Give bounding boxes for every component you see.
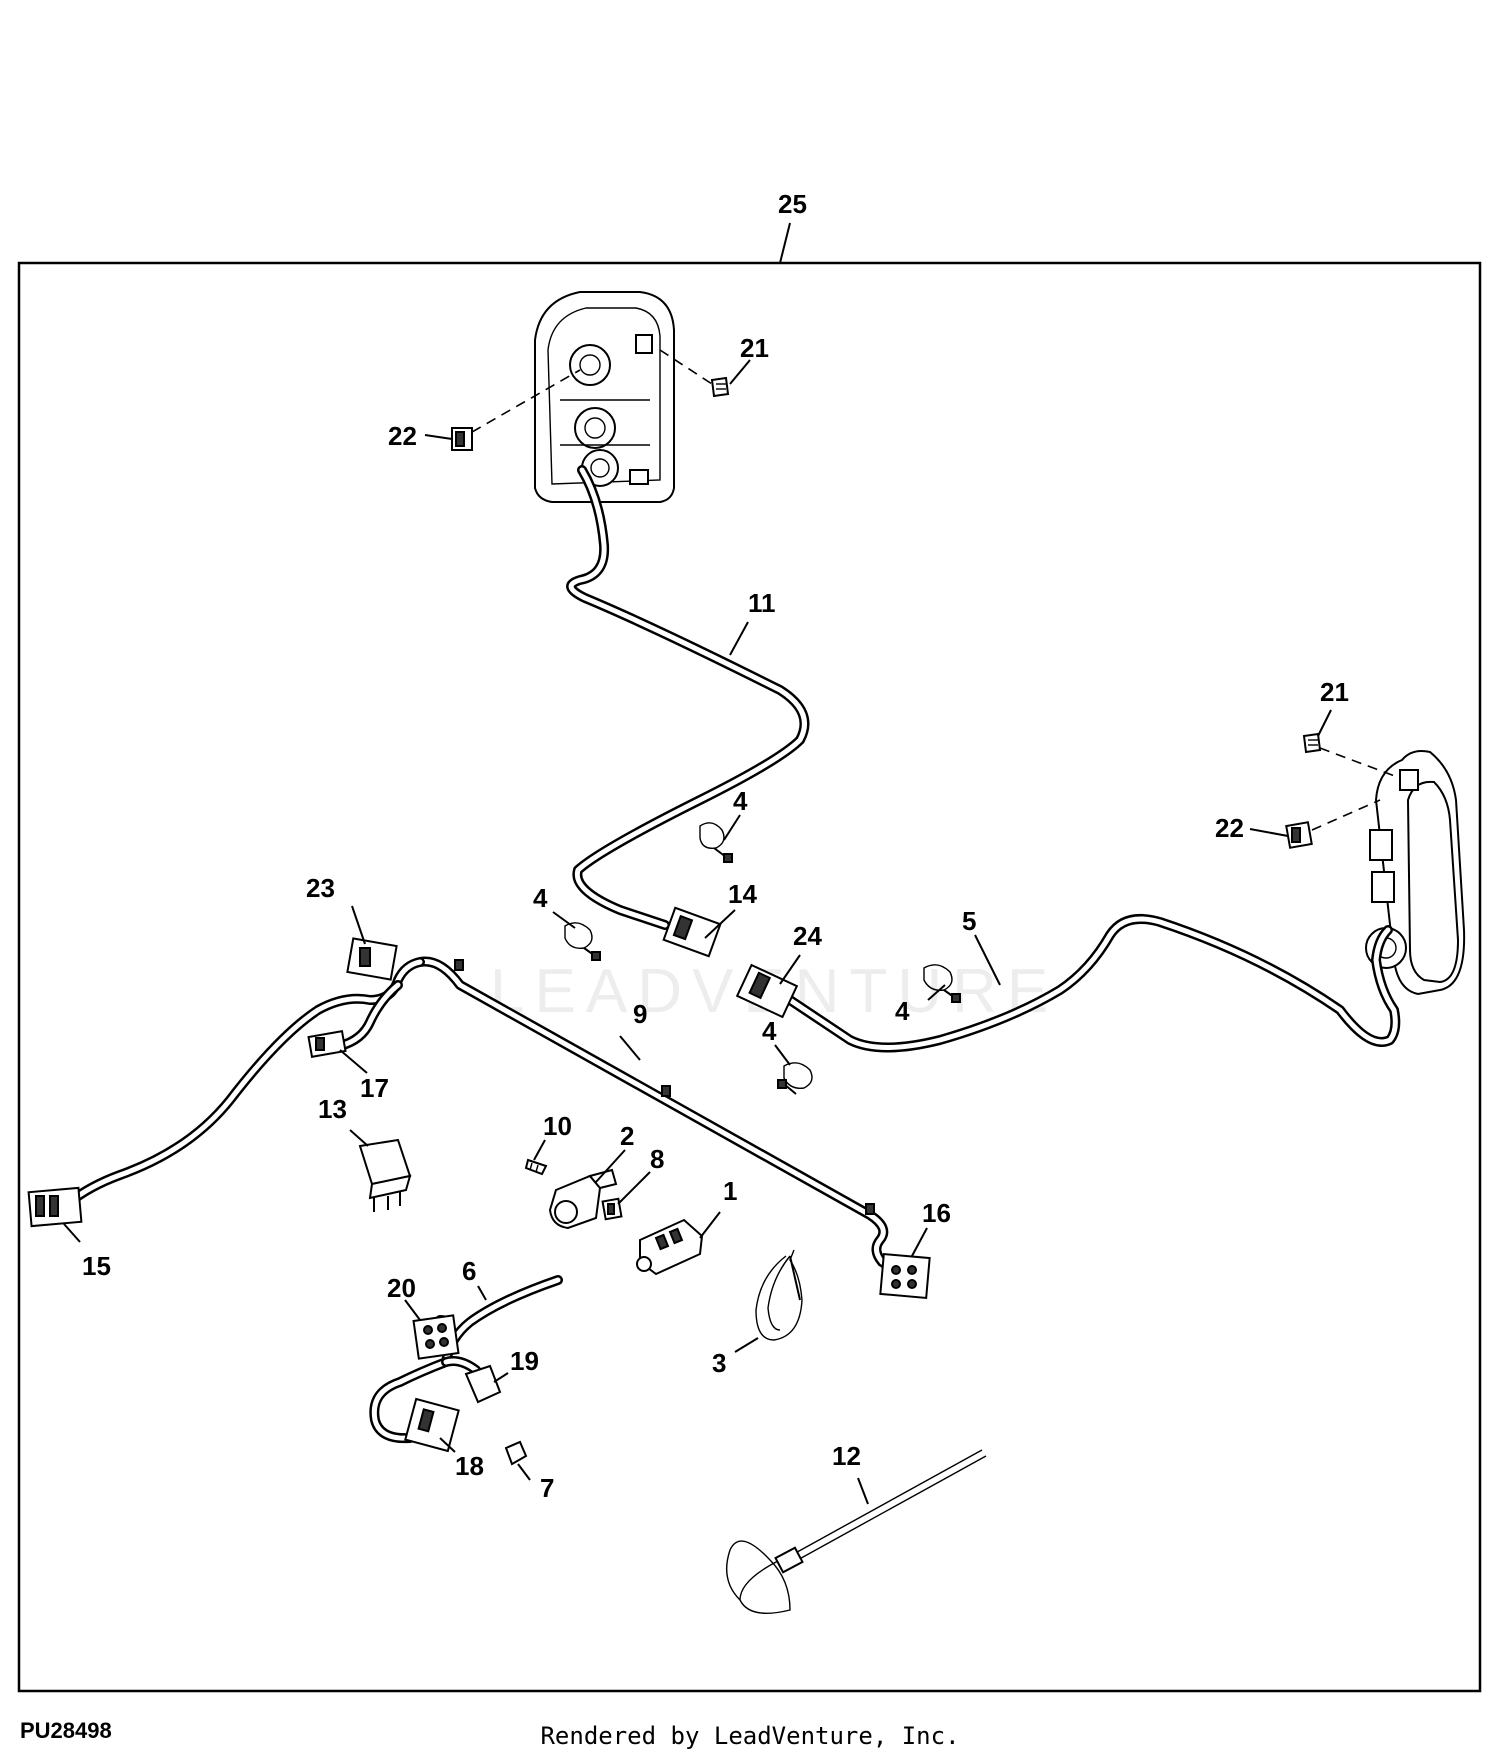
- nut-22-right: [1285, 821, 1313, 849]
- terminal-7: [504, 1440, 528, 1466]
- callout-4-a: 4: [733, 786, 748, 816]
- callout-13: 13: [318, 1094, 347, 1124]
- nut-22-left: [451, 427, 473, 451]
- render-credit: Rendered by LeadVenture, Inc.: [540, 1722, 960, 1750]
- harness-tabs: [454, 959, 875, 1215]
- callout-23: 23: [306, 873, 335, 903]
- clip-4-b: [564, 922, 601, 961]
- callout-19: 19: [510, 1346, 539, 1376]
- wiring-harness-5: [785, 914, 1401, 1053]
- callout-14: 14: [728, 879, 757, 909]
- callout-7: 7: [540, 1473, 554, 1503]
- callout-24: 24: [793, 921, 822, 951]
- callout-4-d: 4: [762, 1016, 777, 1046]
- callout-22-top: 22: [388, 421, 417, 451]
- wiring-harness-branch-15: [65, 957, 425, 1207]
- figure-id: PU28498: [20, 1718, 112, 1743]
- nut-8: [601, 1197, 623, 1221]
- wiring-harness-9: [415, 956, 900, 1275]
- clip-4-d: [777, 1062, 813, 1095]
- callout-4-b: 4: [533, 883, 548, 913]
- callout-9: 9: [633, 999, 647, 1029]
- callout-21-right: 21: [1320, 677, 1349, 707]
- callout-2: 2: [620, 1121, 634, 1151]
- cable-tie-3: [755, 1249, 803, 1341]
- callout-4-c: 4: [895, 996, 910, 1026]
- dash-21-right: [1319, 747, 1401, 779]
- relay-13: [358, 1138, 412, 1212]
- callout-21-top: 21: [740, 333, 769, 363]
- right-tail-light: [1365, 750, 1466, 996]
- connector-15: [27, 1186, 83, 1228]
- assembly-frame: [17, 261, 1482, 1693]
- connector-20: [412, 1314, 460, 1360]
- dash-21-left: [659, 349, 713, 385]
- callout-20: 20: [387, 1273, 416, 1303]
- callout-25: 25: [778, 189, 807, 219]
- switch-bracket-2: [548, 1168, 618, 1230]
- connector-19: [464, 1364, 502, 1404]
- callout-3: 3: [712, 1348, 726, 1378]
- callouts: 25 21 22 11 4 14 4 23 24 5 4 4 9 21 22 1…: [82, 189, 1349, 1503]
- screw-10: [524, 1158, 548, 1176]
- screw-21-right: [1302, 732, 1322, 754]
- connector-23: [346, 937, 398, 981]
- callout-17: 17: [360, 1073, 389, 1103]
- callout-11: 11: [748, 588, 776, 618]
- callout-8: 8: [650, 1144, 664, 1174]
- dash-22-right: [1311, 799, 1381, 831]
- callout-12: 12: [832, 1441, 861, 1471]
- callout-5: 5: [962, 906, 976, 936]
- connector-18: [404, 1397, 460, 1453]
- leader-lines: [63, 359, 1332, 1505]
- callout-22-right: 22: [1215, 813, 1244, 843]
- dash-22-left: [471, 369, 581, 433]
- callout-18: 18: [455, 1451, 484, 1481]
- module-1: [636, 1218, 704, 1276]
- callout-6: 6: [462, 1256, 476, 1286]
- leader-25: [779, 222, 791, 264]
- connector-16: [879, 1252, 931, 1300]
- connector-17: [307, 1030, 347, 1058]
- connector-24: [735, 963, 799, 1019]
- clip-4-c: [923, 964, 961, 1003]
- cable-tie-12: [726, 1449, 987, 1614]
- clip-4-a: [699, 822, 733, 863]
- callout-15: 15: [82, 1251, 111, 1281]
- connector-14: [662, 906, 722, 958]
- left-tail-light: [534, 291, 675, 503]
- callout-10: 10: [543, 1111, 572, 1141]
- callout-16: 16: [922, 1198, 951, 1228]
- screw-21-left: [710, 376, 730, 398]
- wiring-harness-11: [566, 465, 810, 930]
- callout-1: 1: [723, 1176, 737, 1206]
